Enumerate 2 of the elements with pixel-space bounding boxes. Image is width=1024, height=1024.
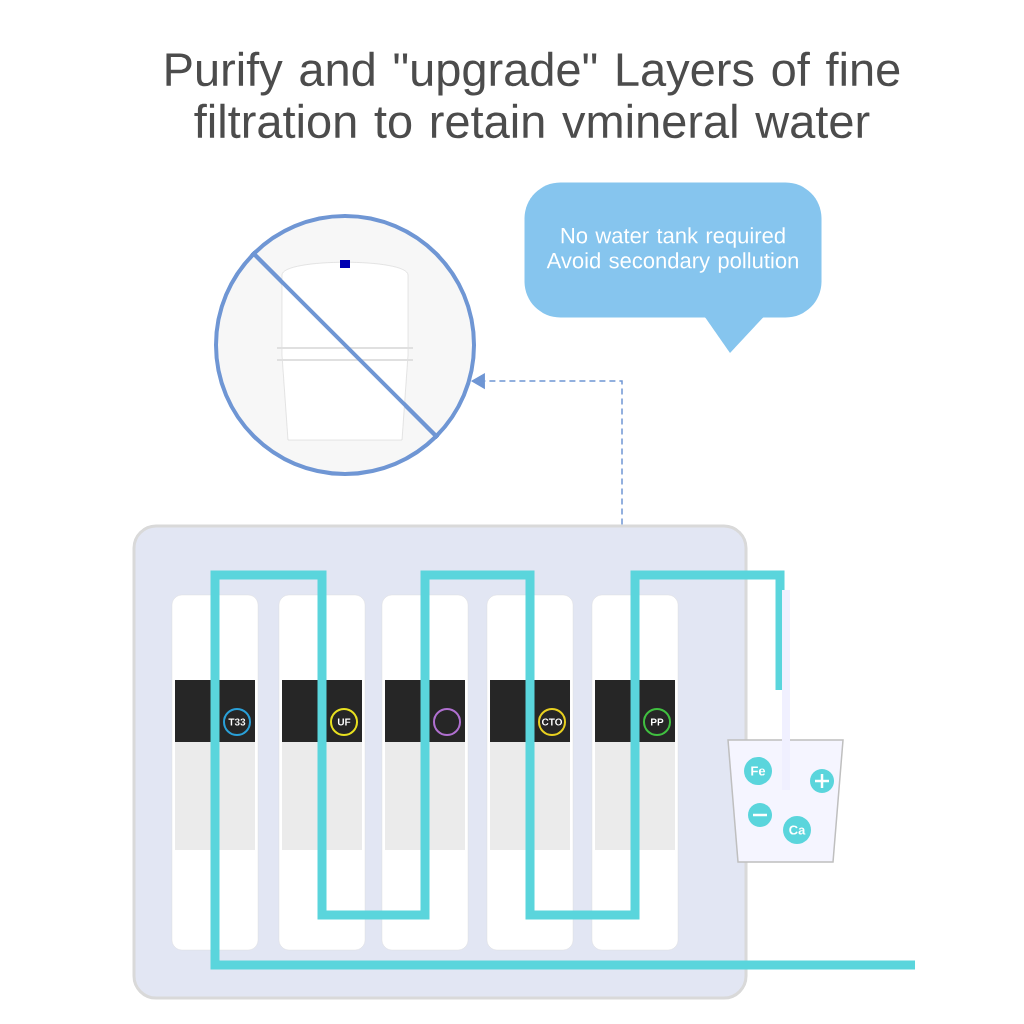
title: Purify and "upgrade" Layers of fine filtration to retain vmineral water [166, 51, 900, 139]
speech-bubble: No water tank required Avoid secondary pollution [524, 182, 822, 353]
